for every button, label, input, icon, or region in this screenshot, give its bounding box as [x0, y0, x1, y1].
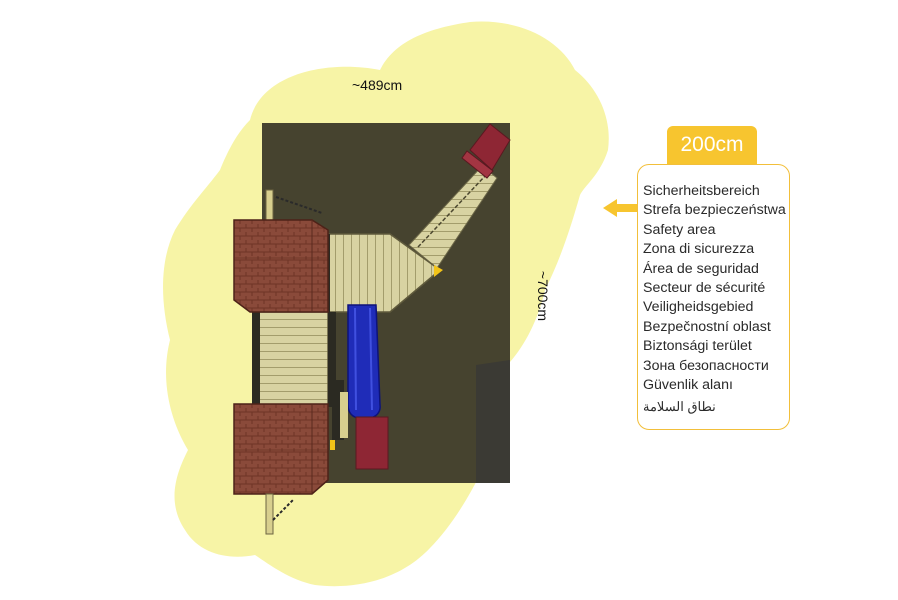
- roof-bottom: [233, 403, 329, 495]
- diagonal-ramp: [408, 123, 511, 269]
- legend-item-ru: Зона безопасности: [643, 357, 769, 374]
- legend-item-pl: Strefa bezpieczeństwa: [643, 202, 786, 219]
- legend-item-cs: Bezpečnostní oblast: [643, 318, 771, 335]
- legend-item-en: Safety area: [643, 221, 716, 238]
- safety-area-legend: Sicherheitsbereich Strefa bezpieczeństwa…: [637, 164, 790, 430]
- safety-area-label-list: Sicherheitsbereich Strefa bezpieczeństwa…: [643, 182, 789, 417]
- width-dimension-label: ~489cm: [352, 77, 403, 93]
- slide: [347, 304, 389, 470]
- legend-item-ar: نطاق السلامة: [643, 399, 716, 415]
- walkway: [252, 311, 348, 440]
- legend-item-fr: Secteur de sécurité: [643, 280, 766, 297]
- bottom-post: [265, 440, 335, 535]
- legend-item-es: Área de seguridad: [643, 260, 759, 277]
- legend-item-tr: Güvenlik alanı: [643, 377, 733, 394]
- roof-top: [233, 219, 329, 313]
- safety-distance-badge: 200cm: [667, 126, 757, 164]
- legend-item-nl: Veiligheidsgebied: [643, 299, 754, 316]
- arrow-left-icon: [603, 199, 639, 217]
- legend-item-it: Zona di sicurezza: [643, 241, 755, 258]
- depth-dimension-label: ~700cm: [535, 270, 552, 322]
- legend-item-hu: Biztonsági terület: [643, 338, 752, 355]
- legend-item-de: Sicherheitsbereich: [643, 183, 760, 199]
